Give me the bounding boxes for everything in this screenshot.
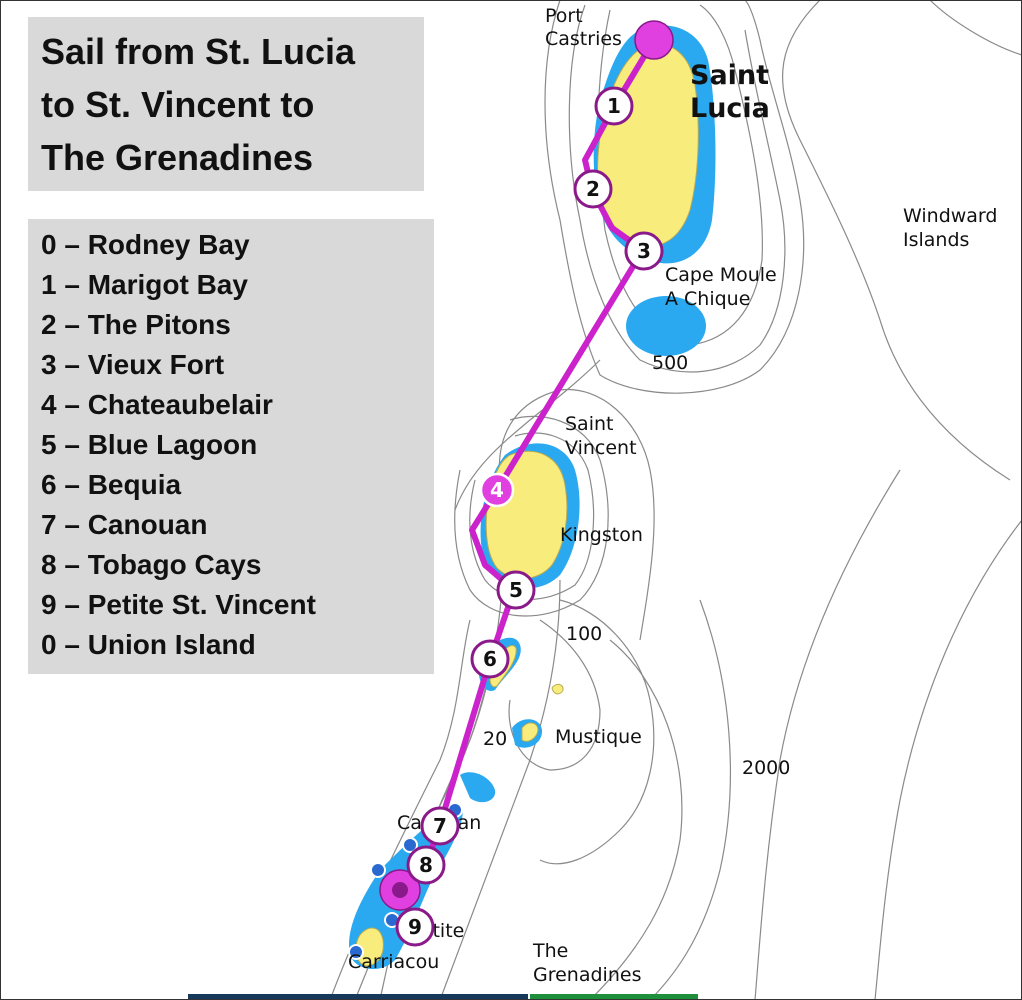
label-port: Port (545, 5, 583, 27)
label-castries: Castries (545, 28, 622, 50)
bottom-bar-navy (188, 994, 528, 1000)
contour-line (929, 0, 1022, 56)
waypoint-8[interactable]: 8 (406, 845, 446, 885)
label-cape-moule-1: Cape Moule (665, 264, 777, 286)
anchorage-markers (348, 802, 463, 960)
small-shoal (460, 772, 496, 803)
contour-line (469, 432, 595, 601)
legend-item: 2 – The Pitons (41, 309, 231, 340)
label-kingston: Kingston (560, 524, 643, 546)
title-line-3: The Grenadines (41, 137, 314, 178)
legend-item: 4 – Chateaubelair (41, 389, 273, 420)
contour-line (589, 639, 683, 1000)
waypoint-3-label: 3 (637, 239, 651, 263)
contour-line (454, 359, 601, 511)
label-depth-20: 20 (483, 728, 507, 750)
legend-item: 9 – Petite St. Vincent (41, 589, 316, 620)
contour-line (754, 469, 901, 1000)
map-labels: Port Castries Saint Lucia Windward Islan… (348, 5, 997, 986)
contour-line (874, 519, 1022, 1000)
title-panel: Sail from St. Lucia to St. Vincent to Th… (28, 17, 424, 191)
contour-line (454, 415, 609, 617)
waypoint-2-label: 2 (586, 177, 600, 201)
contour-line (439, 579, 561, 1000)
contour-line (781, 0, 1011, 481)
waypoint-2[interactable]: 2 (573, 169, 613, 209)
label-depth-100: 100 (566, 623, 602, 645)
waypoint-8-label: 8 (419, 853, 433, 877)
legend-item: 3 – Vieux Fort (41, 349, 225, 380)
label-cape-moule-2: A Chique (665, 288, 750, 310)
waypoint-5-label: 5 (509, 578, 523, 602)
waypoint-4-label: 4 (490, 478, 504, 502)
small-islet (551, 683, 564, 695)
anchor-icon[interactable] (402, 837, 418, 853)
waypoint-7[interactable]: 7 (420, 806, 460, 846)
waypoint-1[interactable]: 1 (594, 86, 634, 126)
end-marker-core (392, 882, 408, 898)
waypoint-6[interactable]: 6 (470, 639, 510, 679)
waypoint-3[interactable]: 3 (624, 231, 664, 271)
contour-line (568, 4, 786, 373)
title-line-2: to St. Vincent to (41, 84, 315, 125)
label-carriacou: Carriacou (348, 951, 439, 973)
bottom-bar-green (530, 994, 698, 1000)
label-depth-500: 500 (652, 352, 688, 374)
anchor-icon[interactable] (370, 862, 386, 878)
label-saint-lucia-2: Lucia (690, 93, 770, 124)
waypoint-7-label: 7 (433, 814, 447, 838)
label-mustique: Mustique (555, 726, 642, 748)
label-saint-vincent-1: Saint (565, 413, 613, 435)
waypoint-5[interactable]: 5 (496, 570, 536, 610)
mustique-land (521, 722, 539, 742)
legend-item: 7 – Canouan (41, 509, 208, 540)
label-the: The (532, 940, 568, 962)
waypoint-6-label: 6 (483, 647, 497, 671)
legend-item: 6 – Bequia (41, 469, 182, 500)
label-saint-vincent-2: Vincent (565, 437, 637, 459)
label-windward-2: Islands (903, 229, 969, 251)
waypoint-legend: 0 – Rodney Bay 1 – Marigot Bay 2 – The P… (28, 219, 434, 674)
waypoint-9-label: 9 (408, 915, 422, 939)
anchor-icon[interactable] (348, 944, 364, 960)
legend-item: 0 – Union Island (41, 629, 256, 660)
start-marker[interactable] (634, 20, 674, 60)
waypoint-4[interactable]: 4 (479, 472, 515, 508)
waypoint-1-label: 1 (607, 94, 621, 118)
label-windward-1: Windward (903, 205, 997, 227)
legend-item: 0 – Rodney Bay (41, 229, 250, 260)
label-grenadines: Grenadines (533, 964, 641, 986)
legend-item: 5 – Blue Lagoon (41, 429, 258, 460)
waypoints: 1 2 3 4 5 6 7 (395, 86, 664, 947)
label-saint-lucia-1: Saint (690, 60, 769, 91)
shoal-south-st-lucia (626, 296, 706, 356)
contour-line (544, 0, 805, 394)
title-line-1: Sail from St. Lucia (41, 31, 356, 72)
st-vincent-land (485, 450, 568, 580)
contour-line (539, 599, 655, 865)
waypoint-9[interactable]: 9 (395, 907, 435, 947)
legend-item: 1 – Marigot Bay (41, 269, 248, 300)
label-depth-2000: 2000 (742, 757, 790, 779)
contour-line (649, 599, 732, 1000)
legend-item: 8 – Tobago Cays (41, 549, 262, 580)
contour-line (379, 388, 655, 1000)
